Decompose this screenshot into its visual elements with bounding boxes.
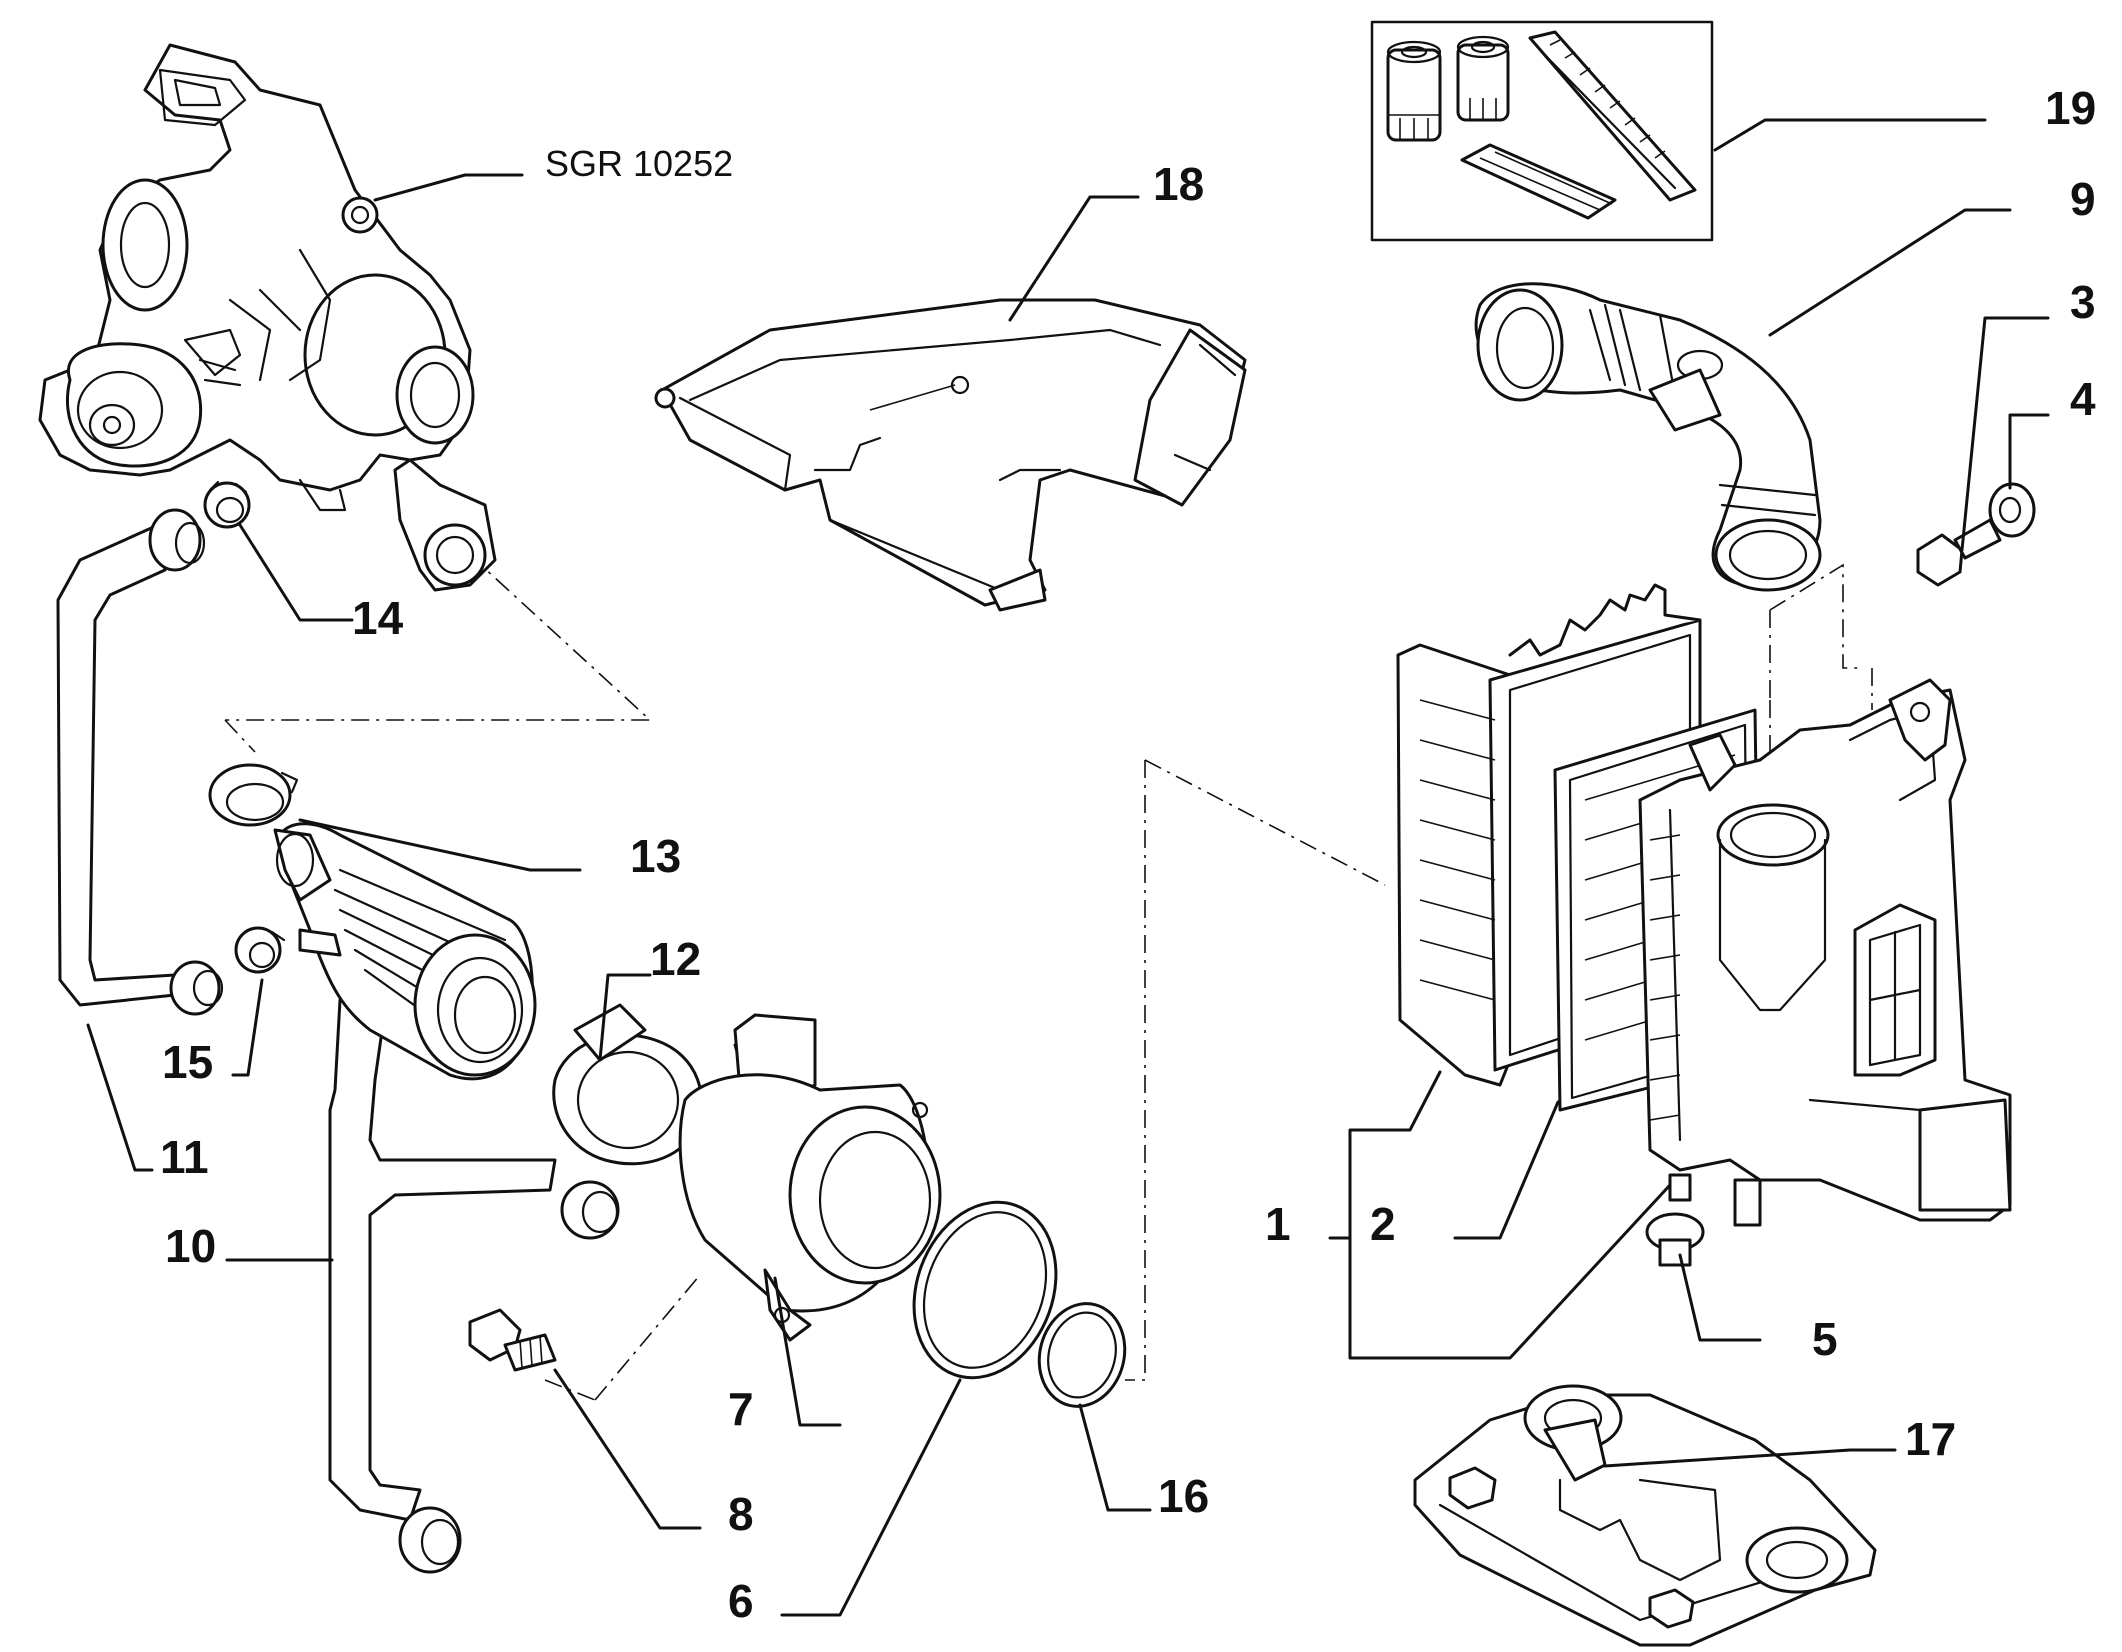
callout-18: 18 [1153, 158, 1204, 210]
air-intake-duct [654, 298, 1247, 612]
turbocharger [38, 43, 497, 592]
air-filter-housing [1396, 583, 2012, 1227]
bolt-8 [468, 1308, 557, 1372]
seal-ring-16 [1037, 1302, 1127, 1408]
callout-2: 2 [1370, 1198, 1396, 1250]
callout-17: 17 [1905, 1413, 1956, 1465]
callout-15: 15 [162, 1036, 213, 1088]
washer-4 [1988, 482, 2036, 538]
clamp-13 [208, 763, 299, 827]
mounting-bracket-17 [1413, 1384, 1877, 1647]
callout-13: 13 [630, 830, 681, 882]
callout-6: 6 [728, 1575, 754, 1627]
callout-14: 14 [352, 592, 404, 644]
drain-valve-5 [1645, 1212, 1705, 1267]
callout-11: 11 [160, 1131, 209, 1183]
seal-ring-6 [912, 1200, 1058, 1380]
air-mass-meter-7 [678, 1013, 942, 1342]
oil-filter-small-icon [1456, 35, 1510, 122]
service-kit-filters [1370, 20, 1714, 242]
air-filter-panel-icon [1528, 30, 1697, 202]
cabin-filter-icon [1460, 143, 1617, 220]
assembly-guide-lines [224, 554, 1873, 1401]
callout-1: 1 [1265, 1198, 1291, 1250]
oil-filter-large-icon [1386, 40, 1442, 142]
callout-16: 16 [1158, 1470, 1209, 1522]
callout-9: 9 [2070, 173, 2096, 225]
callout-12: 12 [650, 933, 701, 985]
bolt-3 [1916, 518, 2002, 587]
air-hose-9 [1474, 282, 1822, 592]
clamp-15 [234, 926, 286, 974]
reference-code: SGR 10252 [545, 143, 733, 184]
callout-8: 8 [728, 1488, 754, 1540]
callout-4: 4 [2070, 373, 2096, 425]
intake-hose-10 [273, 822, 620, 1574]
callout-5: 5 [1812, 1313, 1838, 1365]
callout-10: 10 [165, 1220, 216, 1272]
callout-3: 3 [2070, 276, 2096, 328]
callout-7: 7 [728, 1383, 754, 1435]
clamp-14 [203, 480, 251, 529]
hose-11 [56, 508, 224, 1016]
leader-lines [86, 118, 2050, 1617]
callout-19: 19 [2045, 82, 2096, 134]
